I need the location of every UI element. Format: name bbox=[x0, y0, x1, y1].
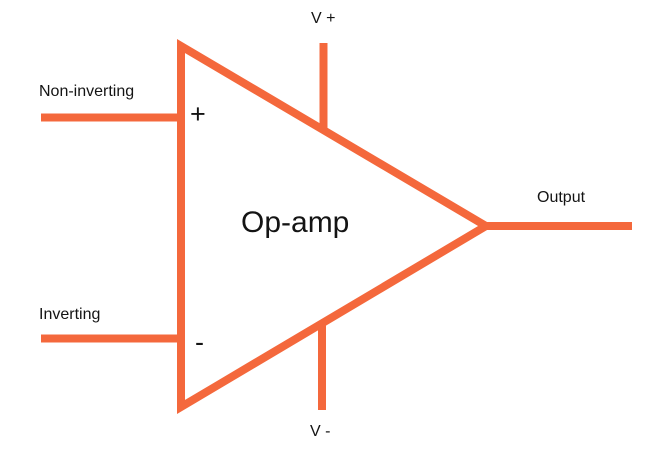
v-plus-label: V + bbox=[311, 10, 336, 27]
plus-input-symbol: + bbox=[190, 99, 206, 129]
minus-input-symbol: - bbox=[195, 327, 204, 357]
non-inverting-label: Non-inverting bbox=[39, 83, 135, 100]
v-minus-label: V - bbox=[310, 423, 331, 440]
inverting-label: Inverting bbox=[39, 306, 101, 323]
opamp-triangle bbox=[177, 38, 494, 415]
opamp-title: Op-amp bbox=[241, 206, 350, 239]
output-label: Output bbox=[537, 189, 586, 206]
